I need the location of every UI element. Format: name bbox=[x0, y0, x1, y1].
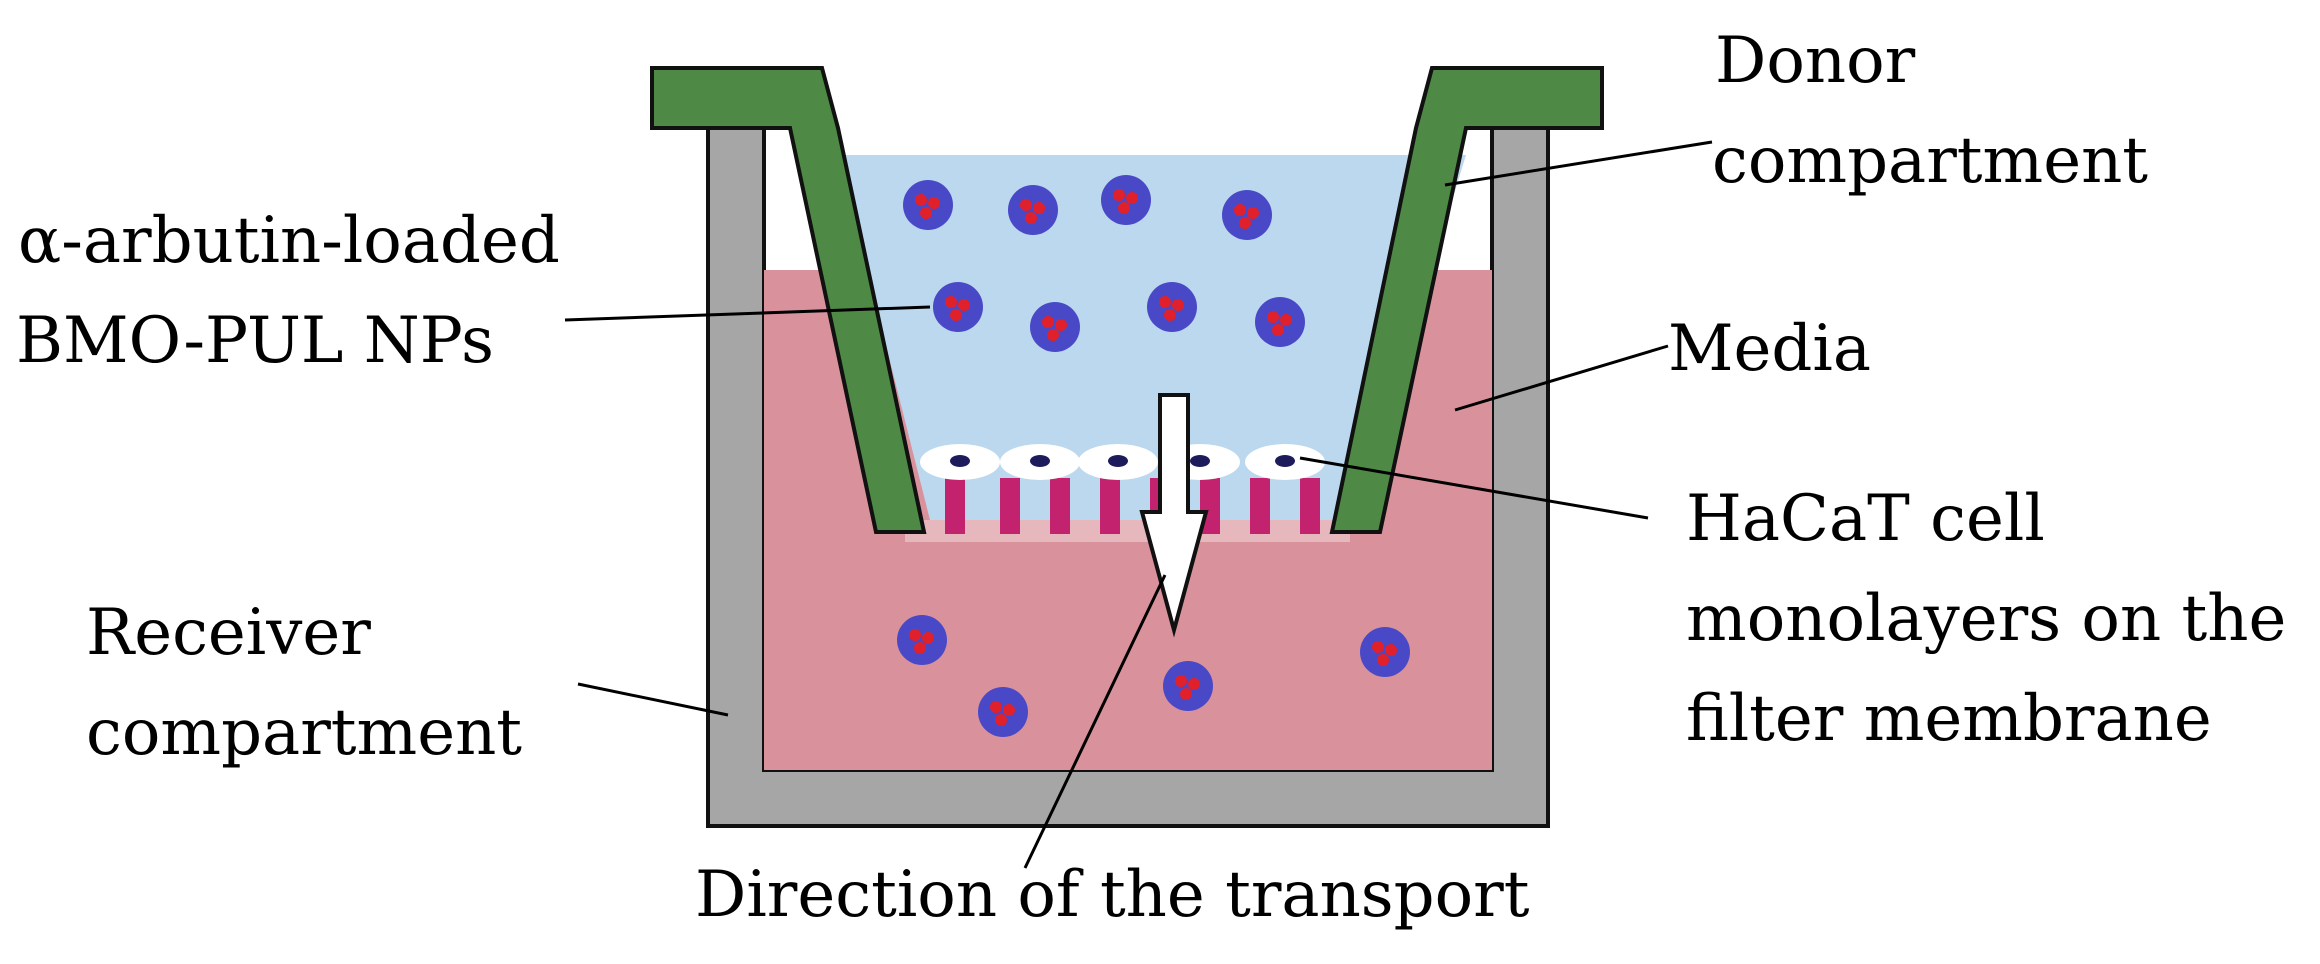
nanoparticle-core bbox=[1159, 296, 1171, 308]
nanoparticle-core bbox=[945, 296, 957, 308]
nanoparticle-core bbox=[1047, 329, 1059, 341]
nanoparticle-core bbox=[922, 632, 934, 644]
nanoparticle-shell bbox=[1360, 627, 1410, 677]
nanoparticle bbox=[1360, 627, 1410, 677]
nanoparticle-core bbox=[920, 207, 932, 219]
nanoparticle-core bbox=[1180, 688, 1192, 700]
cell-stripe bbox=[945, 478, 965, 534]
leader-receiver bbox=[577, 682, 729, 717]
nanoparticle-core bbox=[1025, 212, 1037, 224]
leader-media bbox=[1454, 344, 1669, 412]
nanoparticle-core bbox=[1372, 641, 1384, 653]
nanoparticle-core bbox=[1113, 189, 1125, 201]
nanoparticle-shell bbox=[1008, 185, 1058, 235]
nanoparticle-core bbox=[1172, 299, 1184, 311]
nanoparticle bbox=[1030, 302, 1080, 352]
cell-stripe bbox=[1250, 478, 1270, 534]
nanoparticle-shell bbox=[1163, 661, 1213, 711]
cell-nucleus bbox=[950, 455, 970, 467]
cell-nucleus bbox=[1275, 455, 1295, 467]
nanoparticle-shell bbox=[978, 687, 1028, 737]
receiver-label-line1: Receiver bbox=[86, 596, 371, 670]
nanoparticle bbox=[897, 615, 947, 665]
cell-nucleus bbox=[1030, 455, 1050, 467]
nanoparticle-core bbox=[1247, 207, 1259, 219]
nanoparticle-core bbox=[1188, 678, 1200, 690]
leader-hacat bbox=[1299, 456, 1649, 520]
cell-stripe bbox=[1050, 478, 1070, 534]
nanoparticle-shell bbox=[1101, 175, 1151, 225]
nanoparticle-core bbox=[915, 194, 927, 206]
nanoparticle bbox=[903, 180, 953, 230]
nanoparticle-label-line1: α-arbutin-loaded bbox=[18, 204, 560, 278]
leader-direction bbox=[1023, 574, 1167, 869]
nanoparticle bbox=[978, 687, 1028, 737]
nanoparticle-core bbox=[958, 299, 970, 311]
nanoparticle-core bbox=[990, 701, 1002, 713]
media-label: Media bbox=[1668, 312, 1871, 386]
cell-nucleus bbox=[1108, 455, 1128, 467]
nanoparticle-core bbox=[1020, 199, 1032, 211]
nanoparticles bbox=[897, 175, 1410, 737]
nanoparticle-core bbox=[1234, 204, 1246, 216]
nanoparticle-shell bbox=[1255, 297, 1305, 347]
leader-nanoparticles bbox=[564, 305, 931, 322]
nanoparticle-label-line2: BMO-PUL NPs bbox=[16, 304, 494, 378]
insert-right-wall bbox=[1329, 66, 1604, 534]
nanoparticle-shell bbox=[1147, 282, 1197, 332]
nanoparticle-shell bbox=[1030, 302, 1080, 352]
donor-fluid bbox=[838, 155, 1466, 520]
hacat-label-line1: HaCaT cell bbox=[1686, 482, 2045, 556]
nanoparticle-shell bbox=[1222, 190, 1272, 240]
nanoparticle-core bbox=[1126, 192, 1138, 204]
insert-left-wall bbox=[650, 66, 927, 534]
nanoparticle-core bbox=[928, 197, 940, 209]
leader-donor bbox=[1444, 140, 1713, 187]
nanoparticle-core bbox=[1033, 202, 1045, 214]
nanoparticle-core bbox=[1118, 202, 1130, 214]
donor-label-line1: Donor bbox=[1715, 24, 1916, 98]
nanoparticle-core bbox=[1272, 324, 1284, 336]
nanoparticle-shell bbox=[897, 615, 947, 665]
nanoparticle-core bbox=[1267, 311, 1279, 323]
nanoparticle-core bbox=[995, 714, 1007, 726]
nanoparticle-core bbox=[909, 629, 921, 641]
nanoparticle bbox=[1147, 282, 1197, 332]
nanoparticle bbox=[1163, 661, 1213, 711]
donor-label-line2: compartment bbox=[1712, 124, 2148, 198]
filter-membrane bbox=[905, 520, 1350, 542]
receiver-label-line2: compartment bbox=[86, 696, 522, 770]
nanoparticle-core bbox=[914, 642, 926, 654]
hacat-label-line3: filter membrane bbox=[1686, 682, 2212, 756]
nanoparticle-core bbox=[1003, 704, 1015, 716]
nanoparticle-core bbox=[1385, 644, 1397, 656]
nanoparticle bbox=[933, 282, 983, 332]
nanoparticle-core bbox=[1175, 675, 1187, 687]
nanoparticle-core bbox=[1055, 319, 1067, 331]
cell-stripe bbox=[1000, 478, 1020, 534]
nanoparticle-core bbox=[1042, 316, 1054, 328]
nanoparticle-shell bbox=[903, 180, 953, 230]
cell-nucleus bbox=[1190, 455, 1210, 467]
nanoparticle-core bbox=[1239, 217, 1251, 229]
nanoparticle bbox=[1255, 297, 1305, 347]
direction-label: Direction of the transport bbox=[695, 858, 1530, 932]
nanoparticle-core bbox=[1377, 654, 1389, 666]
leader-lines bbox=[564, 140, 1713, 869]
transport-arrow bbox=[1139, 393, 1209, 638]
hacat-label-line2: monolayers on the bbox=[1686, 582, 2286, 656]
nanoparticle-core bbox=[1280, 314, 1292, 326]
cell-stripe bbox=[1300, 478, 1320, 534]
nanoparticle bbox=[1008, 185, 1058, 235]
nanoparticle-shell bbox=[933, 282, 983, 332]
nanoparticle-core bbox=[950, 309, 962, 321]
nanoparticle bbox=[1222, 190, 1272, 240]
cell-stripe bbox=[1100, 478, 1120, 534]
nanoparticle bbox=[1101, 175, 1151, 225]
nanoparticle-core bbox=[1164, 309, 1176, 321]
